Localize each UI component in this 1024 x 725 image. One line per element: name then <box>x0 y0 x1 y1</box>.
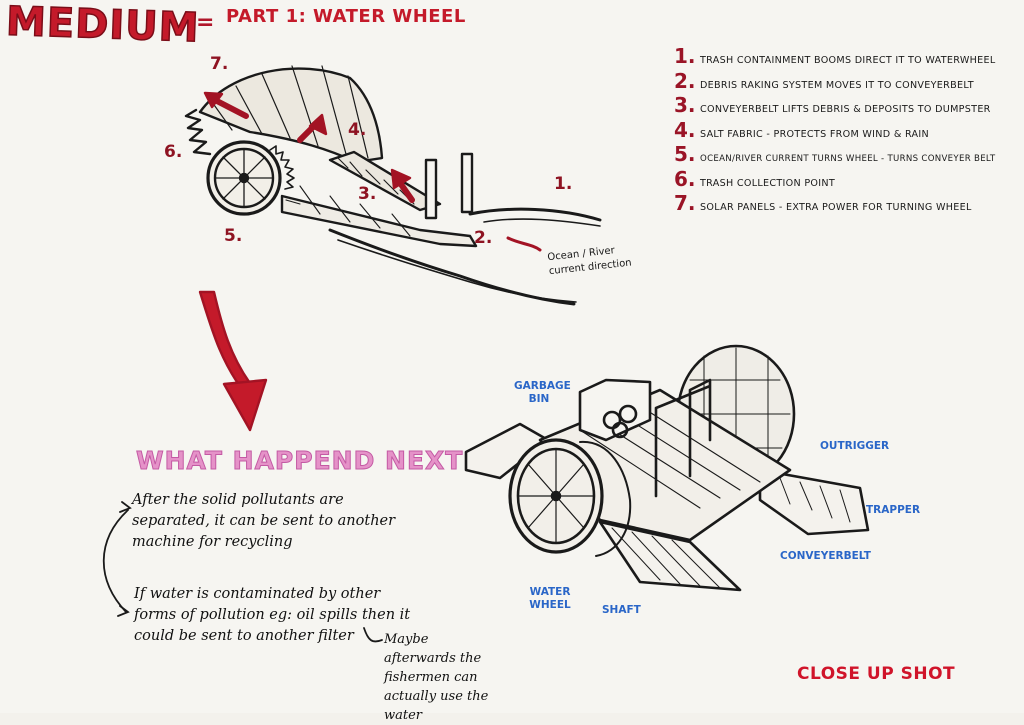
closeup-title: CLOSE UP SHOT <box>797 664 956 684</box>
legend-number: 1. <box>674 44 696 68</box>
legend-item: 5. OCEAN/RIVER CURRENT TURNS WHEEL - TURN… <box>674 142 1014 167</box>
legend-text: SOLAR PANELS - EXTRA POWER FOR TURNING W… <box>700 202 972 213</box>
sketch-label-4: 4. <box>348 120 367 140</box>
legend-item: 3. CONVEYERBELT LIFTS DEBRIS & DEPOSITS T… <box>674 93 1014 118</box>
legend-number: 3. <box>674 93 696 117</box>
legend-text: DEBRIS RAKING SYSTEM MOVES IT TO CONVEYE… <box>700 79 974 91</box>
shaft-label: SHAFT <box>602 604 641 616</box>
sketch-label-5: 5. <box>224 226 243 246</box>
legend-item: 7. SOLAR PANELS - EXTRA POWER FOR TURNING… <box>674 191 1014 216</box>
sketch-label-6: 6. <box>164 142 183 162</box>
legend-text: OCEAN/RIVER CURRENT TURNS WHEEL - TURNS … <box>700 154 996 164</box>
legend-item: 6. TRASH COLLECTION POINT <box>674 167 1014 192</box>
legend-number: 6. <box>674 166 696 191</box>
sketch-label-3: 3. <box>358 184 377 204</box>
legend-list: 1. TRASH CONTAINMENT BOOMS DIRECT IT TO W… <box>674 44 1014 216</box>
sketch-label-7: 7. <box>210 54 229 74</box>
filter-note: If water is contaminated by other forms … <box>134 586 411 644</box>
legend-item: 1. TRASH CONTAINMENT BOOMS DIRECT IT TO W… <box>674 44 1014 69</box>
sketch-label-1: 1. <box>554 174 573 194</box>
water-wheel-label: WATER WHEEL <box>529 586 571 611</box>
closeup-sketch <box>464 344 870 592</box>
legend-number: 7. <box>674 191 696 215</box>
garbage-bin-label: GARBAGE BIN <box>514 380 571 405</box>
recycling-note: After the solid pollutants are separated… <box>132 492 396 550</box>
title-separator: = <box>196 10 215 35</box>
legend-number: 5. <box>674 142 696 166</box>
legend-item: 2. DEBRIS RAKING SYSTEM MOVES IT TO CONVE… <box>674 69 1014 94</box>
part-subtitle: PART 1: WATER WHEEL <box>226 6 466 27</box>
waterwheel-sketch <box>184 65 602 306</box>
trapper-label: TRAPPER <box>866 504 921 516</box>
note-bracket <box>102 501 383 643</box>
legend-item: 4. SALT FABRIC - PROTECTS FROM WIND & RAI… <box>674 118 1014 143</box>
down-arrow-icon <box>198 290 268 432</box>
outrigger-label: OUTRIGGER <box>820 440 890 452</box>
legend-text: CONVEYERBELT LIFTS DEBRIS & DEPOSITS TO … <box>700 104 991 115</box>
sketch-label-2: 2. <box>474 228 493 248</box>
fishermen-note: Maybe afterwards the fishermen can actua… <box>384 632 489 723</box>
legend-text: SALT FABRIC - PROTECTS FROM WIND & RAIN <box>700 128 929 140</box>
legend-text: TRASH CONTAINMENT BOOMS DIRECT IT TO WAT… <box>700 55 996 66</box>
next-section-heading: WHAT HAPPEND NEXT <box>135 446 464 476</box>
legend-text: TRASH COLLECTION POINT <box>700 177 836 189</box>
legend-number: 2. <box>674 68 696 93</box>
legend-number: 4. <box>674 117 696 142</box>
conveyerbelt-label: CONVEYERBELT <box>780 550 871 562</box>
